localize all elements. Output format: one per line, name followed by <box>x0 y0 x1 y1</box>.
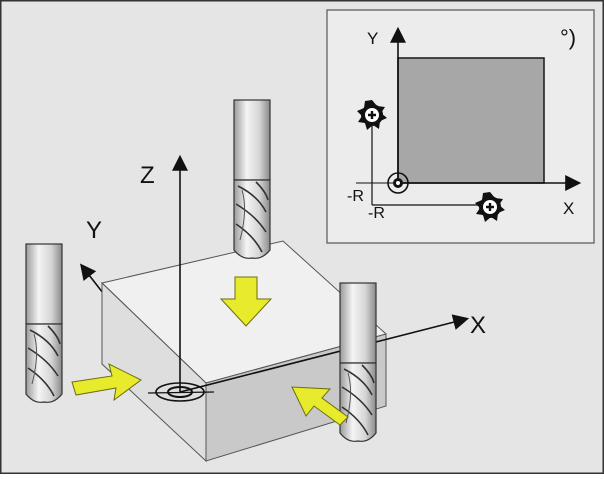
inset-view: Y X °) -R -R <box>326 9 595 244</box>
y-axis-label: Y <box>86 217 102 244</box>
end-mill-icon <box>233 99 271 260</box>
x-axis-line <box>179 314 470 393</box>
probe-arrow-icon <box>291 386 349 426</box>
probe-arrow-icon <box>71 363 142 402</box>
inset-y-axis-label: Y <box>367 29 378 48</box>
offset-label-y: -R <box>368 205 385 222</box>
inset-corner-mark: °) <box>560 25 576 50</box>
offset-label-x: -R <box>347 188 364 205</box>
workpiece-square <box>397 57 545 184</box>
probe-arrow-icon <box>219 276 273 327</box>
z-axis-label: Z <box>140 162 155 189</box>
reference-point-icon <box>147 382 215 402</box>
reference-point-icon <box>387 172 409 194</box>
inset-x-axis-label: X <box>563 199 574 218</box>
x-axis-label: X <box>470 312 486 339</box>
end-mill-icon <box>25 243 63 404</box>
main-view: Z Y X <box>25 99 486 463</box>
